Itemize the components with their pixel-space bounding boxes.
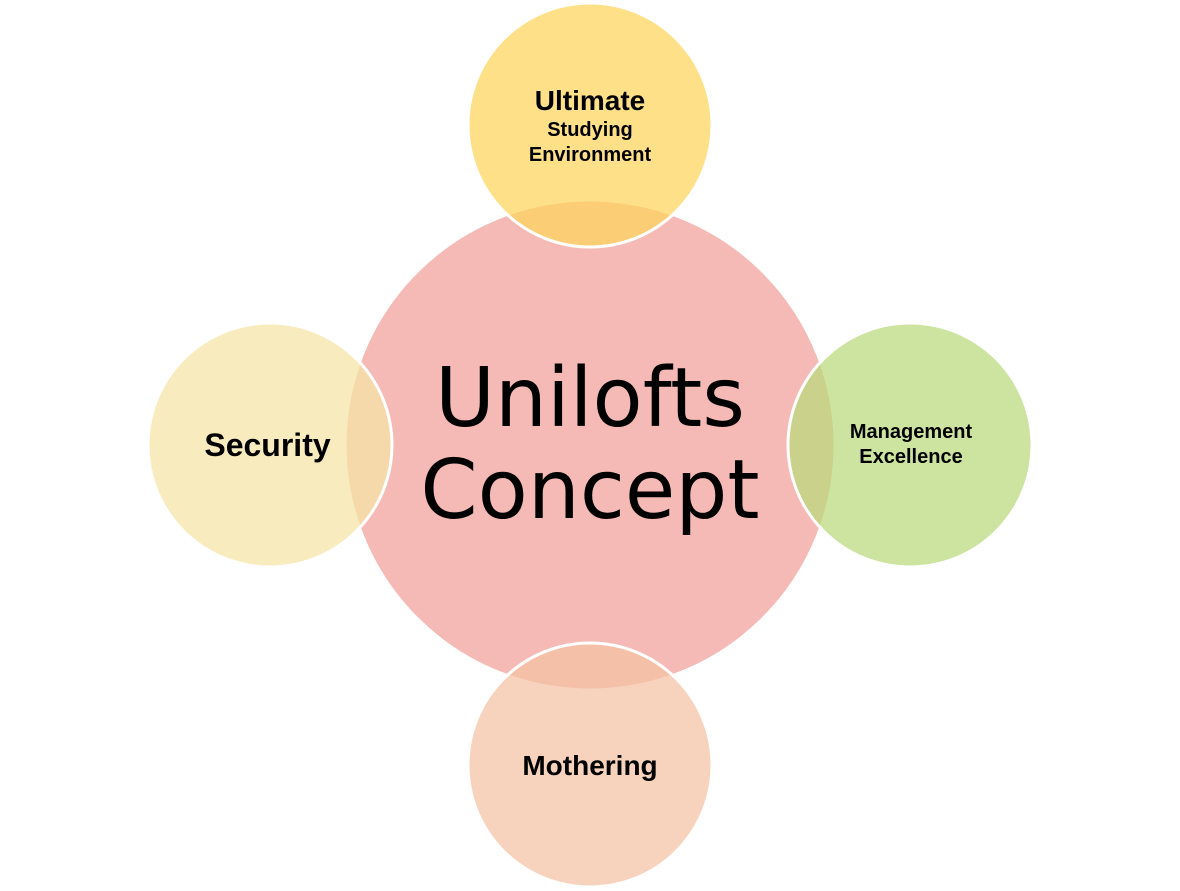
bottom-node-label: Mothering: [480, 730, 700, 800]
top-node-label-line-1: Ultimate: [534, 84, 646, 116]
center-label: Unilofts Concept: [400, 330, 780, 560]
center-label-line-1: Unilofts: [434, 351, 746, 447]
bottom-node-label-line-1: Mothering: [522, 749, 658, 781]
center-label-line-2: Concept: [420, 443, 760, 538]
right-node-label-line-2: Excellence: [859, 446, 963, 468]
top-node-label-line-2: Studying: [547, 118, 633, 141]
top-node-label: Ultimate Studying Environment: [480, 70, 700, 180]
right-node-label-line-1: Management: [849, 421, 973, 443]
right-node-label: Management Excellence: [800, 405, 1022, 485]
bottom-node-circle: [466, 641, 714, 889]
top-node-label-line-3: Environment: [528, 143, 652, 166]
left-node-label-line-1: Security: [204, 427, 331, 463]
left-node-label: Security: [160, 405, 375, 485]
top-node-circle: [466, 1, 714, 249]
right-node-circle: [786, 321, 1034, 569]
left-node-circle: [146, 321, 394, 569]
